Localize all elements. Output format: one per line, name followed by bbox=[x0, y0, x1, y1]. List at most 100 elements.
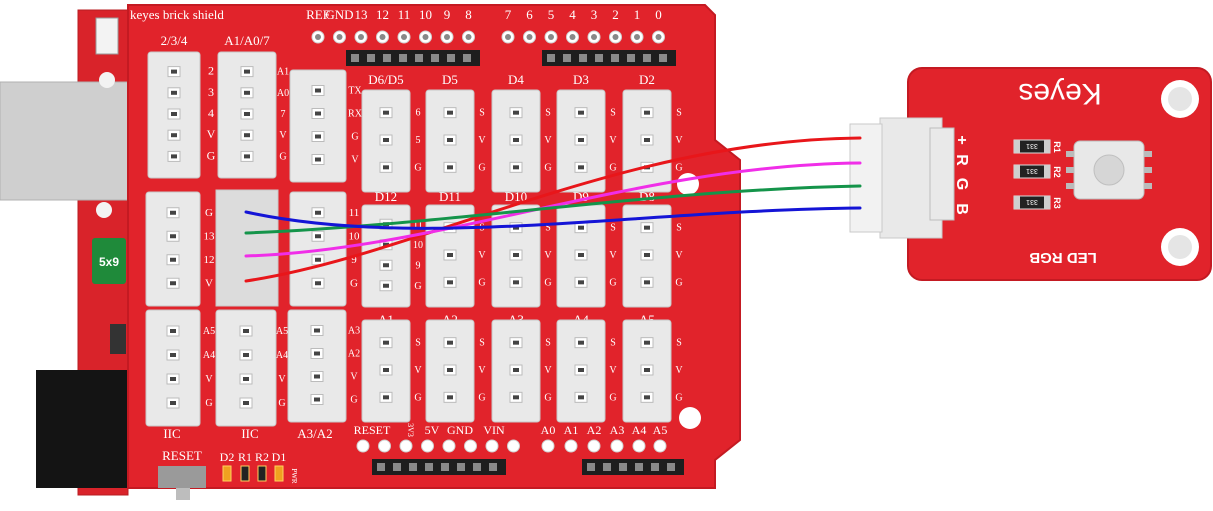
arduino-board: 5x9 bbox=[0, 9, 129, 496]
connector-iic-1 bbox=[145, 309, 201, 427]
pin-label: S bbox=[545, 108, 551, 119]
power-label: VIN bbox=[483, 423, 505, 437]
connector-row1-0 bbox=[361, 89, 411, 193]
pin bbox=[425, 463, 433, 471]
connector-row3-4 bbox=[622, 319, 672, 423]
connector-pin bbox=[578, 110, 584, 115]
connector-housing bbox=[361, 204, 411, 308]
pin-label: 4 bbox=[208, 106, 214, 120]
connector-a1-a0-7 bbox=[217, 51, 277, 179]
pin-label: V bbox=[414, 365, 422, 376]
header-label: 7 bbox=[505, 7, 512, 22]
pin-label: G bbox=[478, 392, 485, 403]
header-pad-hole bbox=[465, 34, 472, 40]
pin-label: G bbox=[675, 392, 682, 403]
pin-label: S bbox=[676, 108, 682, 119]
pin bbox=[351, 54, 359, 62]
mount-hole bbox=[679, 407, 701, 429]
pin-strip bbox=[346, 50, 480, 66]
connector-pin bbox=[644, 253, 650, 257]
connector-row3-1 bbox=[425, 319, 475, 423]
resistor-code: 331 bbox=[1026, 167, 1038, 174]
pin-label: G bbox=[414, 392, 421, 403]
pin-label: V bbox=[544, 250, 552, 261]
connector-pin bbox=[447, 368, 453, 372]
header-label: GND bbox=[325, 7, 353, 22]
pin-label: S bbox=[545, 338, 551, 349]
fuse bbox=[92, 238, 126, 284]
connector-row1-1 bbox=[425, 89, 475, 193]
pin-label: S bbox=[676, 223, 682, 234]
pin-label: V bbox=[675, 135, 683, 146]
pin-label: A3 bbox=[348, 326, 360, 337]
connector-pin bbox=[244, 112, 250, 116]
pin-label: S bbox=[415, 338, 421, 349]
pin bbox=[377, 463, 385, 471]
pin-label: G bbox=[205, 207, 213, 219]
connector-pin bbox=[513, 340, 519, 345]
connector-pin bbox=[383, 138, 389, 142]
pin-label: G bbox=[351, 132, 358, 143]
analog-pad bbox=[564, 439, 578, 453]
connector-pin bbox=[447, 165, 453, 170]
connector-serial bbox=[289, 69, 347, 183]
header-pad-hole bbox=[655, 34, 662, 40]
connector-pin bbox=[383, 242, 389, 247]
header-label: 5 bbox=[548, 7, 555, 22]
led-label: R1 bbox=[238, 450, 252, 464]
pin bbox=[579, 54, 587, 62]
header-label: 2 bbox=[612, 7, 619, 22]
pin-label: G bbox=[675, 162, 682, 173]
pin-label: S bbox=[545, 223, 551, 234]
header-pad-hole bbox=[401, 34, 407, 40]
connector-pin bbox=[447, 395, 453, 400]
resistor-end bbox=[1044, 165, 1050, 178]
pwr-label: PWR bbox=[290, 468, 298, 484]
pin-label: A4 bbox=[203, 350, 215, 361]
pin-label: V bbox=[350, 372, 358, 383]
connector-pin bbox=[513, 280, 519, 285]
pin bbox=[441, 463, 449, 471]
power-pins bbox=[372, 459, 506, 475]
pin-label: A0 bbox=[277, 88, 289, 99]
pin-label: TX bbox=[348, 86, 362, 97]
resistor-label: R3 bbox=[1052, 197, 1062, 209]
pin-label: 9 bbox=[351, 254, 357, 266]
reset-button-cap[interactable] bbox=[176, 488, 190, 500]
connector-row3-3 bbox=[556, 319, 606, 423]
connector-pin bbox=[171, 69, 177, 74]
module-pin-label: R bbox=[953, 154, 970, 166]
pin bbox=[399, 54, 407, 62]
mount-hole bbox=[677, 173, 699, 195]
reset-button[interactable] bbox=[158, 466, 206, 488]
port-label: D11 bbox=[439, 189, 461, 204]
connector-pin bbox=[171, 112, 177, 116]
power-pad bbox=[378, 439, 391, 453]
resistor-label: R1 bbox=[1052, 141, 1062, 153]
connector-housing bbox=[145, 309, 201, 427]
header-label: 10 bbox=[419, 7, 432, 22]
pin-label: 2 bbox=[208, 64, 214, 78]
port-label: D2 bbox=[639, 72, 655, 87]
connector-pin bbox=[578, 395, 584, 400]
pin-label: V bbox=[207, 127, 216, 141]
pin bbox=[415, 54, 423, 62]
pin-label: 6 bbox=[416, 108, 421, 119]
power-pad bbox=[399, 439, 413, 453]
pin bbox=[489, 463, 497, 471]
connector-row1-4 bbox=[622, 89, 672, 193]
module-pin-label: B bbox=[953, 203, 970, 215]
pin-label: G bbox=[414, 281, 421, 292]
pin-label: A4 bbox=[276, 350, 288, 361]
pin-label: V bbox=[609, 250, 617, 261]
pin-label: G bbox=[205, 398, 212, 409]
connector-pin bbox=[578, 225, 584, 230]
header-pad-hole bbox=[612, 34, 619, 40]
pin-label: V bbox=[478, 135, 486, 146]
connector-pin bbox=[315, 257, 321, 262]
pin-label: A1 bbox=[277, 67, 289, 78]
connector-pin bbox=[383, 165, 389, 170]
connector-pin bbox=[644, 368, 650, 372]
connector-pin bbox=[578, 253, 584, 257]
connector-row3-2 bbox=[491, 319, 541, 423]
